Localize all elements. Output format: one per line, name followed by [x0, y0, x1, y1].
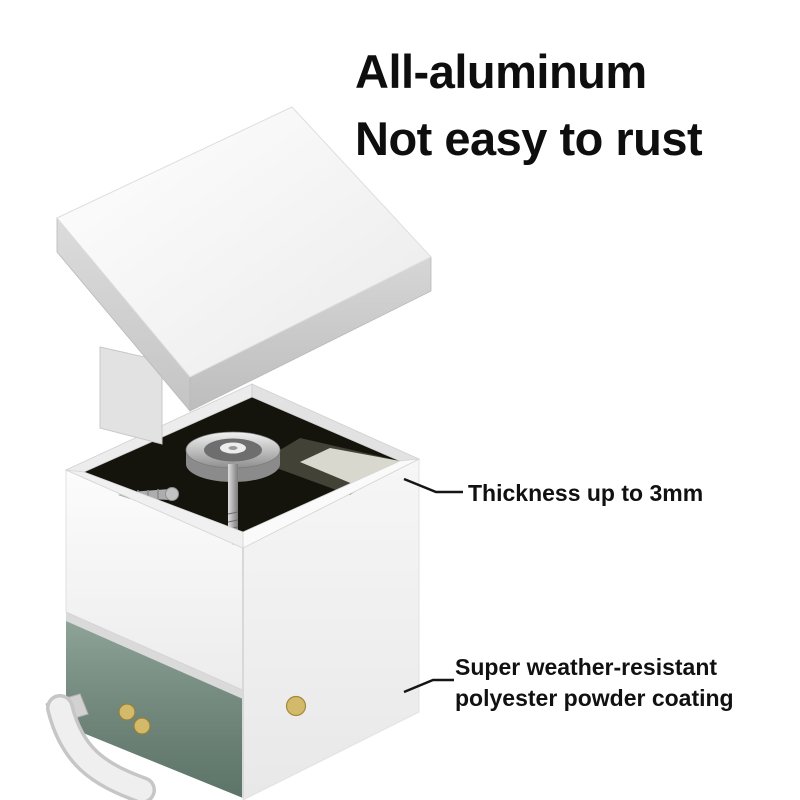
callout-line-thickness	[403, 477, 463, 494]
brass-nut	[118, 703, 136, 721]
knob-screw-shaft	[228, 464, 238, 532]
callout-coating-line1: Super weather-resistant	[455, 654, 718, 680]
cap-top-face	[56, 106, 432, 378]
crank-arm	[49, 697, 153, 800]
headline-line2: Not easy to rust	[355, 112, 703, 165]
coating-section-shading	[66, 621, 243, 798]
screw-thread-line	[227, 519, 239, 523]
callout-line-coating	[403, 678, 454, 694]
rim-front-left	[65, 469, 244, 549]
headline-line1: All-aluminum	[355, 45, 647, 98]
brass-nut	[133, 717, 151, 735]
brass-button	[285, 695, 307, 717]
knob-center	[228, 446, 238, 450]
screw-thread-line	[227, 511, 239, 515]
aluminum-cap	[56, 106, 432, 413]
cap-mounting-tab	[99, 346, 163, 445]
lock-knob	[185, 431, 281, 545]
callout-thickness: Thickness up to 3mm	[468, 479, 703, 507]
headline: All-aluminum Not easy to rust	[355, 38, 703, 172]
callout-thickness-label: Thickness up to 3mm	[468, 480, 704, 506]
sleeve-bottom-edge	[66, 612, 243, 699]
wall-screw-head	[165, 487, 179, 501]
callout-coating-line2: polyester powder coating	[455, 685, 734, 711]
callout-coating: Super weather-resistant polyester powder…	[455, 652, 734, 714]
post-body	[65, 458, 420, 800]
crank-handle	[45, 693, 156, 800]
